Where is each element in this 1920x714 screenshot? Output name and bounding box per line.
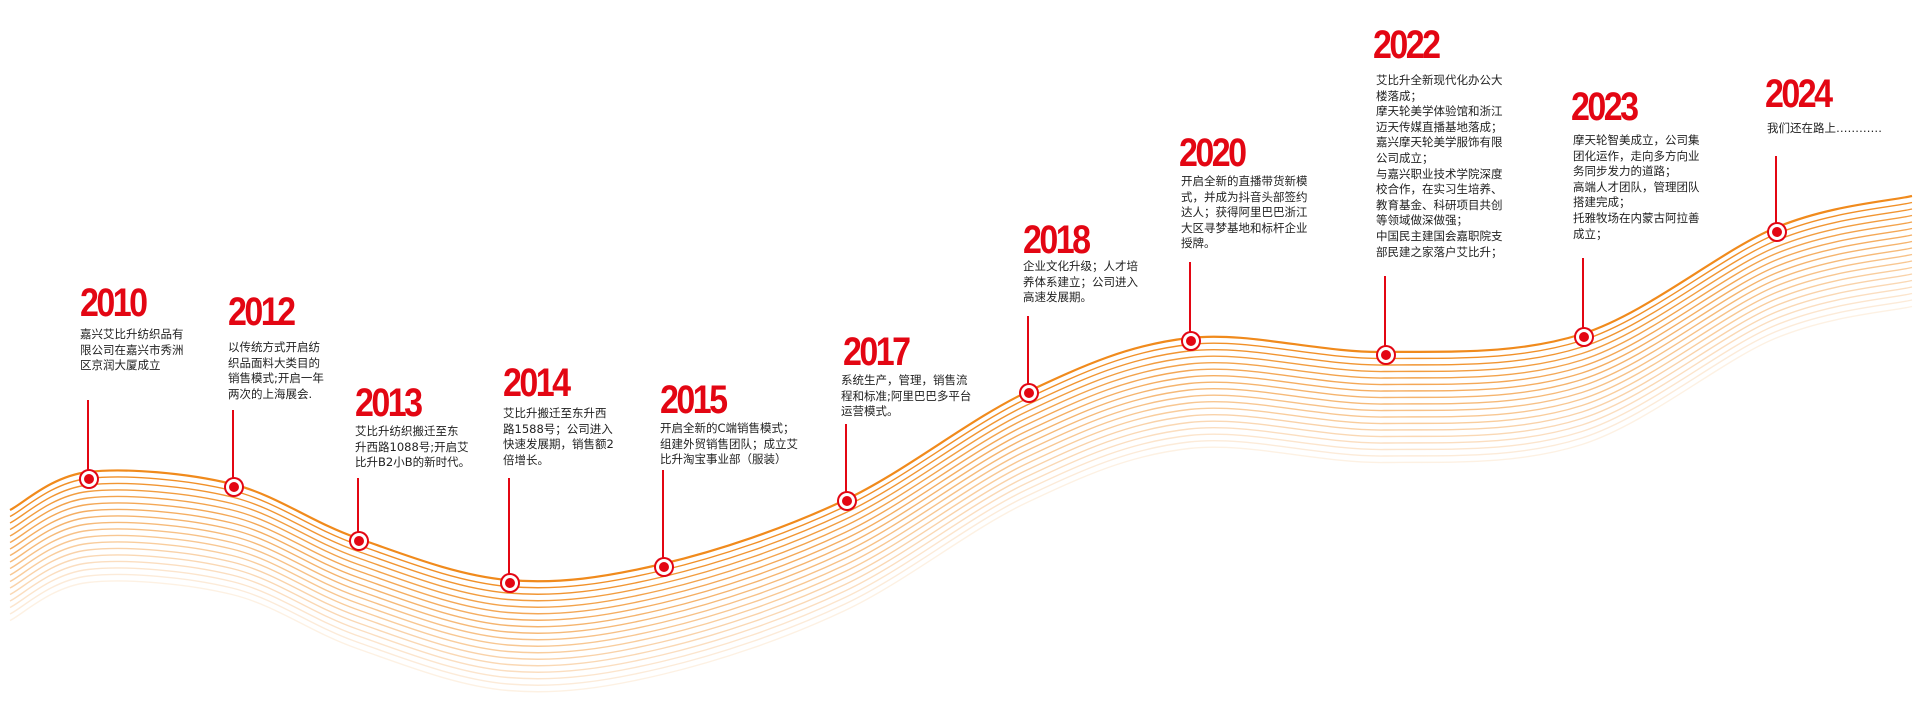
year-label-2020: 2020 [1179, 131, 1247, 175]
milestone-stem-2023 [1582, 258, 1584, 336]
milestone-text-2012: 以传统方式开启纺 织品面料大类目的 销售模式;开启一年 两次的上海展会. [228, 340, 324, 401]
milestone-stem-2020 [1189, 262, 1191, 338]
milestone-dot-2020 [1183, 333, 1199, 349]
milestone-text-2020: 开启全新的直播带货新模 式，并成为抖音头部签约 达人；获得阿里巴巴浙江 大区寻梦… [1181, 174, 1308, 251]
wave-line [9, 260, 1913, 647]
milestone-stem-2022 [1384, 276, 1386, 354]
year-label-2018: 2018 [1023, 218, 1091, 262]
wave-line [9, 299, 1913, 686]
milestone-stem-2013 [357, 478, 359, 538]
milestone-text-2023: 摩天轮智美成立，公司集 团化运作，走向多方向业 务同步发力的道路； 高端人才团队… [1573, 133, 1700, 241]
wave-line [9, 273, 1913, 660]
milestone-text-2022: 艾比升全新现代化办公大 楼落成； 摩天轮美学体验馆和浙江 迈天传媒直播基地落成；… [1376, 73, 1503, 259]
year-label-2023: 2023 [1571, 85, 1639, 129]
milestone-text-2015: 开启全新的C端销售模式； 组建外贸销售团队；成立艾 比升淘宝事业部（服装） [660, 421, 798, 467]
milestone-dot-2017 [839, 493, 855, 509]
milestone-dot-2018 [1021, 385, 1037, 401]
milestone-dot-2023 [1576, 329, 1592, 345]
year-label-2015: 2015 [660, 378, 728, 422]
year-label-2012: 2012 [228, 290, 296, 334]
wave-line [9, 234, 1913, 621]
milestone-stem-2015 [662, 470, 664, 566]
milestone-dot-2022 [1378, 347, 1394, 363]
wave-line [9, 286, 1913, 673]
milestone-stem-2018 [1027, 316, 1029, 392]
milestone-text-2010: 嘉兴艾比升纺织品有 限公司在嘉兴市秀洲 区京润大厦成立 [80, 327, 184, 373]
milestone-dot-2013 [351, 533, 367, 549]
milestone-text-2024: 我们还在路上………… [1767, 121, 1882, 135]
milestone-dot-2014 [502, 575, 518, 591]
milestone-text-2014: 艾比升搬迁至东升西 路1588号；公司进入 快速发展期，销售额2 倍增长。 [503, 406, 614, 467]
year-label-2010: 2010 [80, 281, 148, 325]
wave-line [9, 279, 1913, 667]
wave-line [9, 240, 1913, 628]
wave-line [9, 247, 1913, 634]
milestone-stem-2010 [87, 400, 89, 478]
wave-line [9, 214, 1913, 602]
milestone-stem-2014 [508, 478, 510, 582]
milestone-text-2013: 艾比升纺织搬迁至东 升西路1088号;开启艾 比升B2小B的新时代。 [355, 424, 471, 470]
milestone-stem-2024 [1775, 156, 1777, 231]
milestone-text-2017: 系统生产，管理，销售流 程和标准;阿里巴巴多平台 运营模式。 [841, 373, 972, 419]
year-label-2014: 2014 [503, 361, 571, 405]
wave-line [9, 253, 1913, 641]
milestone-dot-2024 [1769, 224, 1785, 240]
milestone-dot-2010 [81, 471, 97, 487]
wave-line [9, 221, 1913, 608]
wave-line [9, 266, 1913, 654]
milestone-stem-2012 [232, 410, 234, 486]
wave-line [9, 305, 1913, 693]
wave-line [9, 208, 1913, 595]
year-label-2017: 2017 [843, 330, 911, 374]
milestone-stem-2017 [845, 424, 847, 500]
year-label-2022: 2022 [1373, 23, 1441, 67]
milestone-text-2018: 企业文化升级；人才培 养体系建立；公司进入 高速发展期。 [1023, 259, 1138, 305]
year-label-2013: 2013 [355, 381, 423, 425]
milestone-dot-2015 [656, 559, 672, 575]
milestone-dot-2012 [226, 479, 242, 495]
wave-line [9, 292, 1913, 680]
year-label-2024: 2024 [1765, 72, 1833, 116]
wave-line [9, 227, 1913, 615]
